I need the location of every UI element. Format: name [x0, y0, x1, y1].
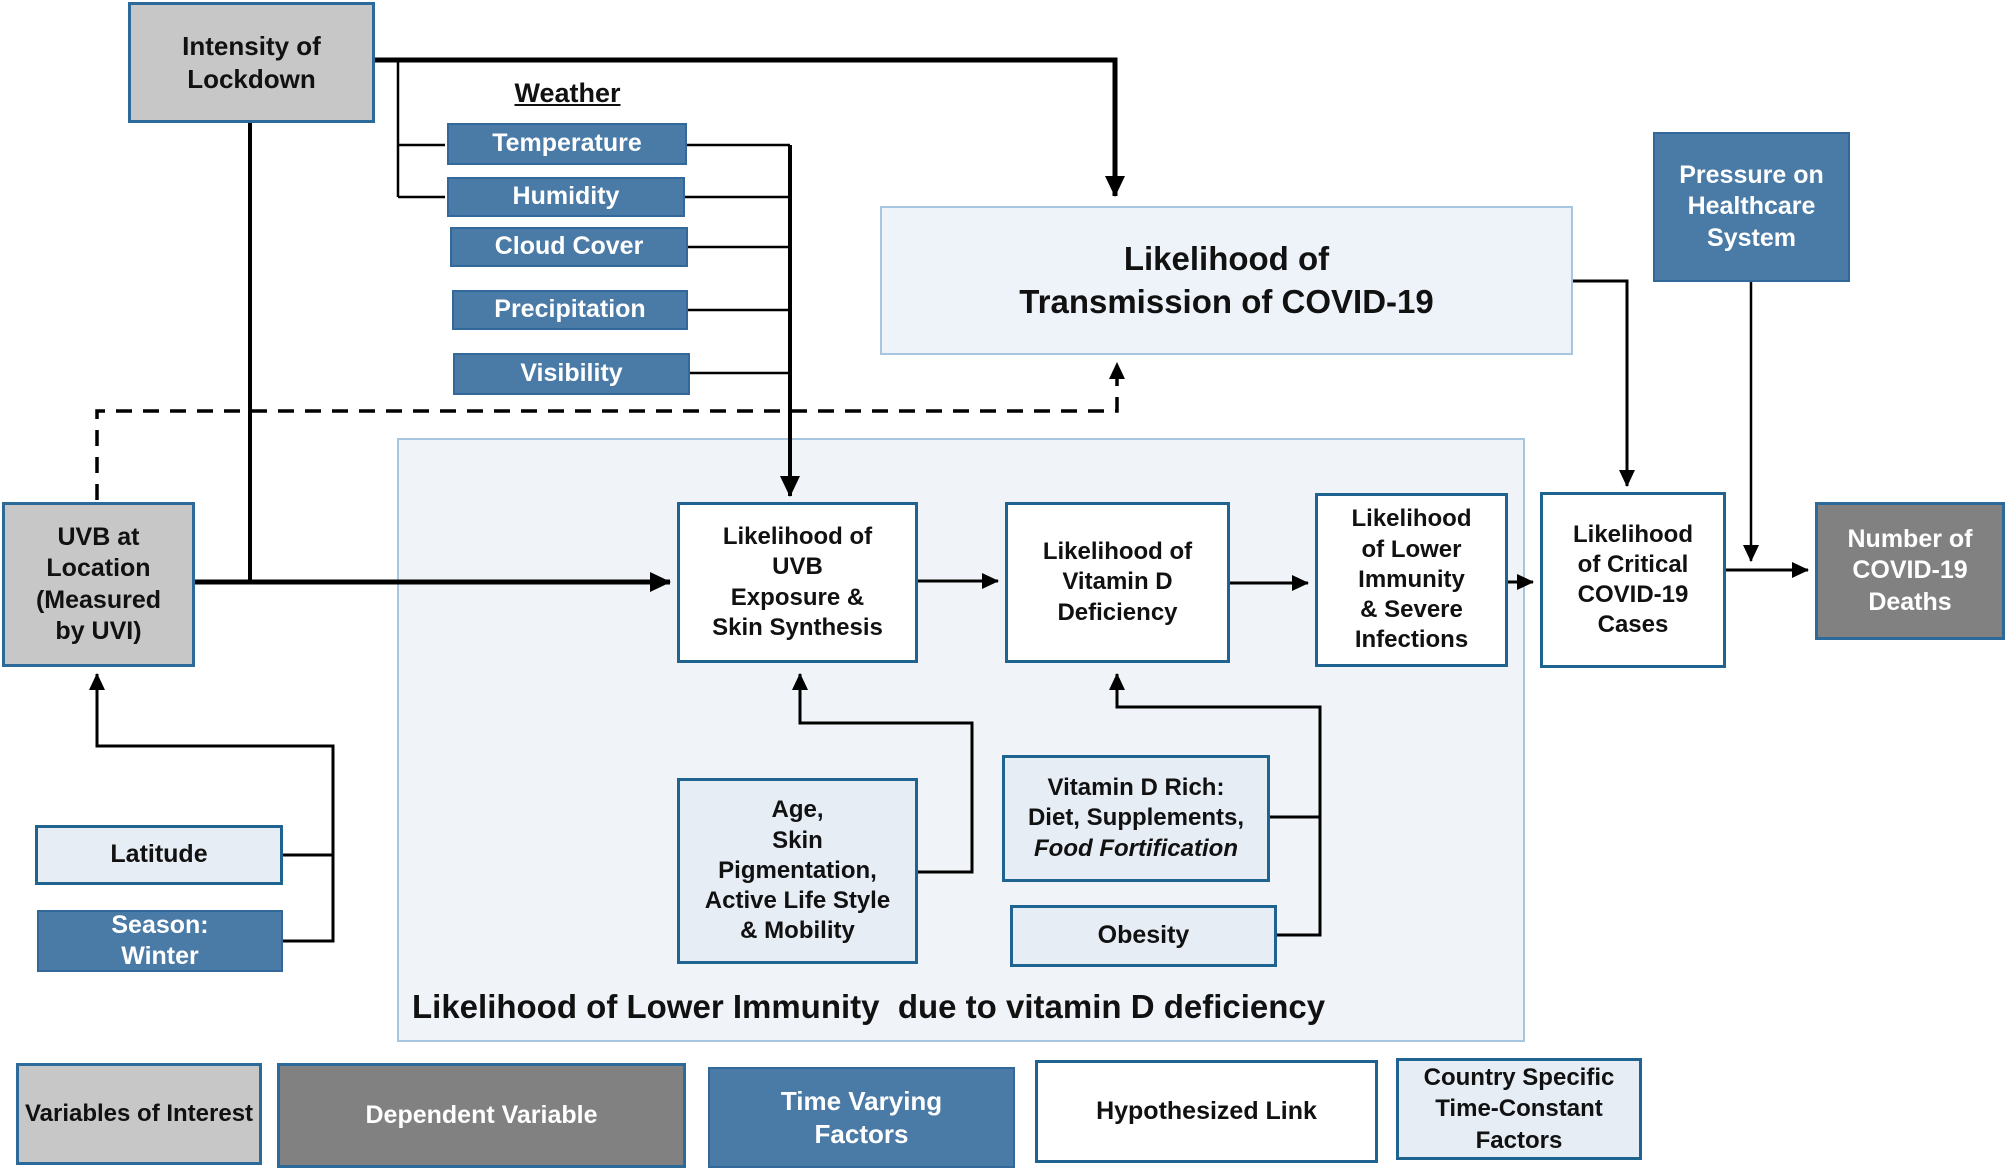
node-uvb-exposure: Likelihood of UVB Exposure & Skin Synthe…	[677, 502, 918, 663]
node-intensity-lockdown: Intensity of Lockdown	[128, 2, 375, 123]
weather-group-title: Weather	[514, 78, 621, 108]
vitd-rich-text: Vitamin D Rich: Diet, Supplements,	[1027, 774, 1245, 832]
panel-title: Likelihood of Lower Immunity due to vita…	[412, 988, 1326, 1025]
node-weather-precipitation: Precipitation	[452, 290, 688, 330]
node-weather-cloud-cover: Cloud Cover	[450, 227, 688, 267]
node-critical-cases: Likelihood of Critical COVID-19 Cases	[1540, 492, 1726, 668]
node-weather-temperature: Temperature	[447, 123, 687, 165]
node-pressure-healthcare: Pressure on Healthcare System	[1653, 132, 1850, 282]
node-latitude: Latitude	[35, 825, 283, 885]
edge-transmission-to-critical	[1573, 279, 1635, 487]
node-transmission-covid: Likelihood of Transmission of COVID-19	[880, 206, 1573, 355]
node-uvb-location: UVB at Location (Measured by UVI)	[2, 502, 195, 667]
legend-dependent-variable: Dependent Variable	[277, 1063, 686, 1168]
node-season-winter: Season: Winter	[37, 910, 283, 972]
node-weather-visibility: Visibility	[453, 353, 690, 395]
node-covid-deaths: Number of COVID-19 Deaths	[1815, 502, 2005, 640]
legend-hypothesized-link: Hypothesized Link	[1035, 1060, 1378, 1163]
bracket-weather-right-stubs	[685, 143, 790, 375]
vitd-rich-text-italic: Food Fortification	[1034, 834, 1238, 862]
node-age-factors: Age, Skin Pigmentation, Active Life Styl…	[677, 778, 918, 964]
node-lower-immunity: Likelihood of Lower Immunity & Severe In…	[1315, 493, 1508, 667]
edge-season-latitude-to-uvb	[89, 673, 335, 943]
bracket-weather-left	[396, 60, 445, 199]
legend-country-specific-factors: Country Specific Time-Constant Factors	[1396, 1058, 1642, 1160]
node-weather-humidity: Humidity	[447, 177, 685, 217]
node-vitd-deficiency: Likelihood of Vitamin D Deficiency	[1005, 502, 1230, 663]
node-obesity: Obesity	[1010, 905, 1277, 967]
legend-time-varying-factors: Time Varying Factors	[708, 1067, 1015, 1168]
node-vitd-rich: Vitamin D Rich: Diet, Supplements, Food …	[1002, 755, 1270, 882]
legend-variables-of-interest: Variables of Interest	[16, 1063, 262, 1165]
